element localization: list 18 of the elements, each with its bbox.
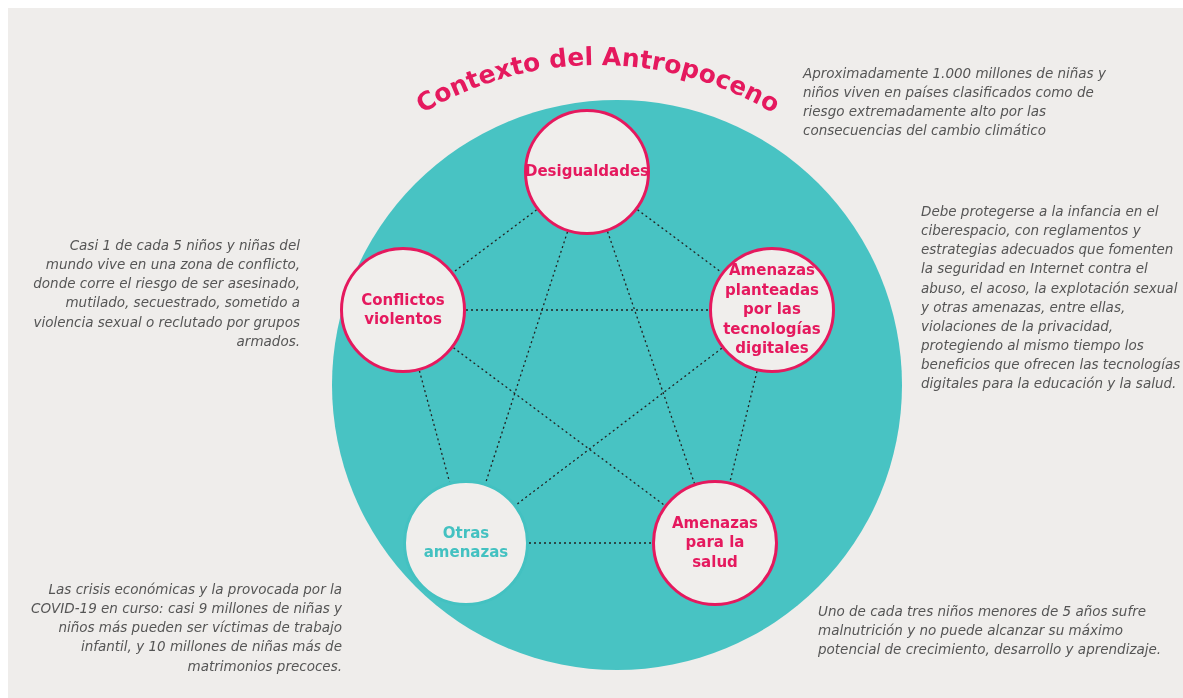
dotted-connector <box>528 542 653 544</box>
dotted-connector <box>484 231 569 484</box>
annotation-text: Uno de cada tres niños menores de 5 años sufre malnutrición y no puede alcanzar su máximo potencial de crecimiento, desarrollo y aprendizaje. <box>818 602 1163 660</box>
dotted-connector <box>729 370 758 483</box>
annotation-text: Aproximadamente 1.000 millones de niñas y niños viven en países clasificados como de riesgo extremadamente alto por las consecuencias del cambio climático <box>803 64 1107 141</box>
dotted-connector <box>606 230 696 485</box>
topic-circle: Conflictos violentos <box>340 247 466 373</box>
topic-circle: Amenazas planteadas por las tecnologías digitales <box>709 247 835 373</box>
annotation-text: Debe protegerse a la infancia en el ciberespacio, con reglamentos y estrategias adecuados que fomenten la seguridad en Internet contra el abuso, el acoso, la explotación sexual y otras amenazas, entre ellas, violaciones de la privacidad, protegiendo al mismo tiempo los beneficios que ofrecen las tecnologías digitales para la educación y la salud. <box>921 202 1182 394</box>
annotation-text: Las crisis económicas y la provocada por la COVID-19 en curso: casi 9 millones de niñas y niños más pueden ser víctimas de trabajo infantil, y 10 millones de niñas más de matrimonios precoces. <box>30 580 342 676</box>
topic-circle: Otras amenazas <box>403 480 529 606</box>
topic-circle: Desigualdades <box>524 109 650 235</box>
dotted-connector <box>452 347 666 506</box>
dotted-connector <box>515 347 723 506</box>
annotation-text: Casi 1 de cada 5 niños y niñas del mundo vive en una zona de conflicto, donde corre el riesgo de ser asesinado, mutilado, secuestrado, sometido a violencia sexual o reclutado por grupos armados. <box>32 236 300 351</box>
topic-circle: Amenazas para la salud <box>652 480 778 606</box>
dotted-connector <box>465 309 710 311</box>
dotted-connector <box>452 209 538 273</box>
